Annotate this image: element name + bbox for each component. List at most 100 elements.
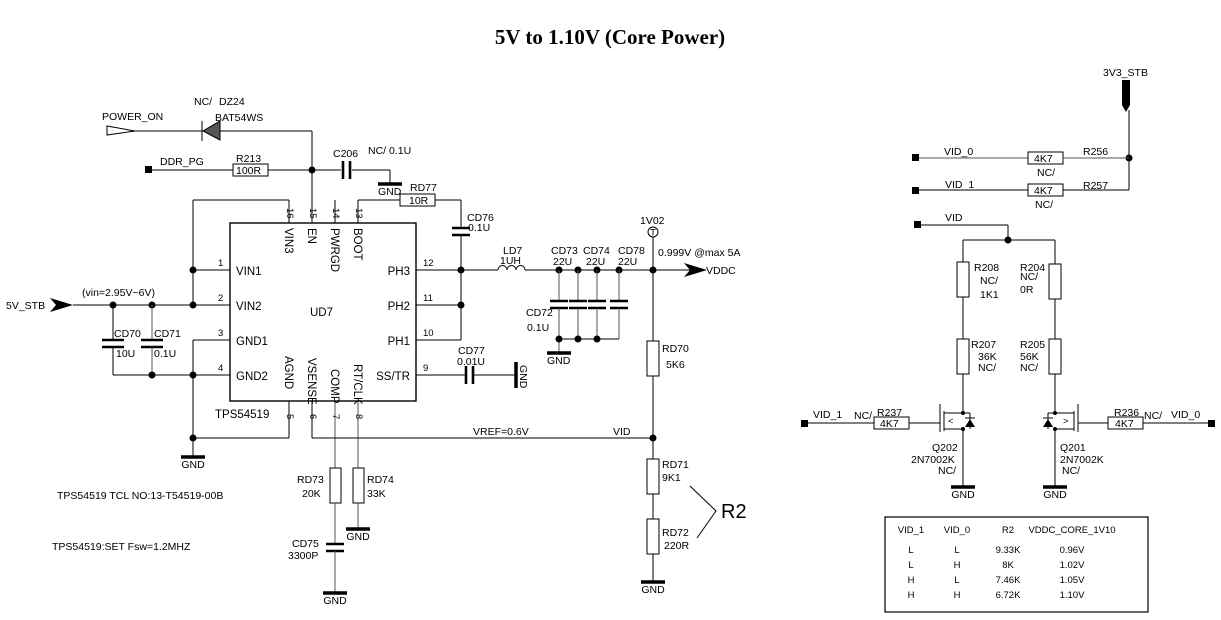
cd77-value: 0.01U	[457, 356, 485, 368]
r207-value: 36K	[978, 351, 997, 363]
table-cell: H	[954, 590, 961, 601]
resistor-rd70	[646, 340, 660, 377]
pin-name: PH2	[388, 301, 410, 313]
pin-num: 12	[423, 258, 434, 269]
table-cell: H	[954, 560, 961, 571]
vid1-port	[912, 187, 919, 194]
cd75-ref: CD75	[292, 538, 319, 550]
r208-ref: R208	[974, 262, 999, 274]
pin-num: 9	[423, 363, 428, 374]
pin-num: 3	[218, 328, 223, 339]
cd71-ref: CD71	[154, 328, 181, 340]
ic-part: TPS54519	[215, 409, 269, 421]
ic-ref: UD7	[310, 307, 333, 319]
resistor-r205	[1048, 338, 1062, 375]
q202-value: 2N7002K	[911, 454, 955, 466]
ic-ud7: UD7 TPS54519 1 2 3 4 VIN1 VIN2 GND1 GND2…	[193, 170, 466, 470]
table-cell: H	[908, 590, 915, 601]
ic-bottom-pins: 5 6 7 8 AGND VSENSE COMP RT/CLK	[282, 356, 364, 470]
table-cell: 1.05V	[1060, 575, 1085, 586]
gnd-label: GND	[641, 584, 665, 596]
rd74-value: 33K	[367, 488, 386, 500]
svg-text:<: <	[948, 416, 954, 427]
mosfet-q202: <	[939, 404, 975, 486]
net-power-on: POWER_ON	[102, 111, 163, 123]
r204-value: 0R	[1020, 284, 1034, 296]
rd72-ref: RD72	[662, 527, 689, 539]
rd77-value: 10R	[409, 195, 429, 207]
rd72-value: 220R	[664, 540, 690, 552]
cd78-value: 22U	[618, 256, 637, 268]
net-5v-stb: 5V_STB	[6, 300, 45, 312]
note-tcl-no: TPS54519 TCL NO:13-T54519-00B	[57, 490, 223, 502]
output-arrow-icon	[684, 263, 707, 277]
pin-name: VIN3	[282, 228, 294, 254]
pin-name: SS/TR	[376, 371, 410, 383]
resistor-r204	[1048, 263, 1062, 300]
pin-num: 15	[307, 208, 318, 219]
cd70-value: 10U	[116, 348, 135, 360]
table-cell: 7.46K	[996, 575, 1021, 586]
ic-top-pins: 16 15 14 13 VIN3 EN PWRGD BOOT	[282, 170, 364, 272]
vin-range-note: (vin=2.95V~6V)	[82, 287, 155, 299]
net-vid: VID	[945, 212, 963, 224]
r205-ref: R205	[1020, 339, 1045, 351]
input-arrow-icon	[50, 298, 73, 312]
pin-num: 5	[284, 414, 295, 419]
note-fsw: TPS54519:SET Fsw=1.2MHZ	[52, 541, 191, 553]
pin-num: 11	[423, 293, 433, 304]
cd71-value: 0.1U	[154, 348, 176, 360]
inductor-ld7	[497, 265, 526, 271]
pin-name: VIN1	[236, 266, 262, 278]
rd71-value: 9K1	[662, 472, 681, 484]
pin-name: PH1	[388, 336, 410, 348]
ddr-pg-port	[145, 166, 152, 173]
resistor-rd73	[329, 467, 342, 504]
svg-text:>: >	[1063, 416, 1069, 427]
cd77-ref: CD77	[458, 345, 485, 357]
net-vid0: VID_0	[944, 146, 973, 158]
pin-name: GND2	[236, 371, 268, 383]
table-cell: L	[908, 545, 913, 556]
ic-body	[229, 222, 417, 402]
r208-nc: NC/	[980, 275, 998, 287]
gnd-label: GND	[323, 595, 347, 607]
pin-num: 16	[284, 208, 295, 219]
r256-nc: NC/	[1037, 167, 1055, 179]
c206-value: NC/ 0.1U	[368, 145, 411, 157]
mosfet-q201: >	[1043, 404, 1079, 486]
pin-name: VIN2	[236, 301, 262, 313]
feedback-section: RD70 5K6 VREF=0.6V VID RD71 9K1 RD72 220…	[288, 270, 747, 607]
c206-ref: C206	[333, 148, 358, 160]
cd70-ref: CD70	[114, 328, 141, 340]
table-header: VDDC_CORE_1V10	[1028, 525, 1115, 536]
net-vid1-gate: VID_1	[813, 409, 842, 421]
vout-note: 0.999V @max 5A	[658, 247, 740, 259]
vref-note: VREF=0.6V	[473, 426, 529, 438]
table-header: VID_0	[944, 525, 970, 536]
vid0-port	[912, 154, 919, 161]
pin-num: 6	[307, 414, 318, 419]
r236-ref: R236	[1114, 407, 1139, 419]
cd72-ref: CD72	[526, 307, 553, 319]
gnd-label: GND	[951, 489, 975, 501]
capacitor-bank: GND CD72 0.1U	[526, 270, 628, 367]
net-vid-label: VID	[613, 426, 631, 438]
table-cell: L	[954, 545, 959, 556]
table-cell: L	[908, 560, 913, 571]
dz24-nc: NC/	[194, 96, 212, 108]
q202-nc: NC/	[938, 465, 956, 477]
dz24-value: BAT54WS	[215, 112, 263, 124]
dz24-ref: DZ24	[219, 96, 245, 108]
pin-num: 8	[353, 414, 364, 419]
ic-left-pins: 1 2 3 4 VIN1 VIN2 GND1 GND2	[193, 258, 268, 383]
rd73-ref: RD73	[297, 474, 324, 486]
r257-nc: NC/	[1035, 199, 1053, 211]
pin-name: PH3	[388, 266, 410, 278]
r204-ref: R204	[1020, 262, 1045, 274]
pin-num: 1	[218, 258, 223, 269]
pin-name: BOOT	[351, 228, 363, 261]
pin-num: 14	[330, 208, 341, 219]
